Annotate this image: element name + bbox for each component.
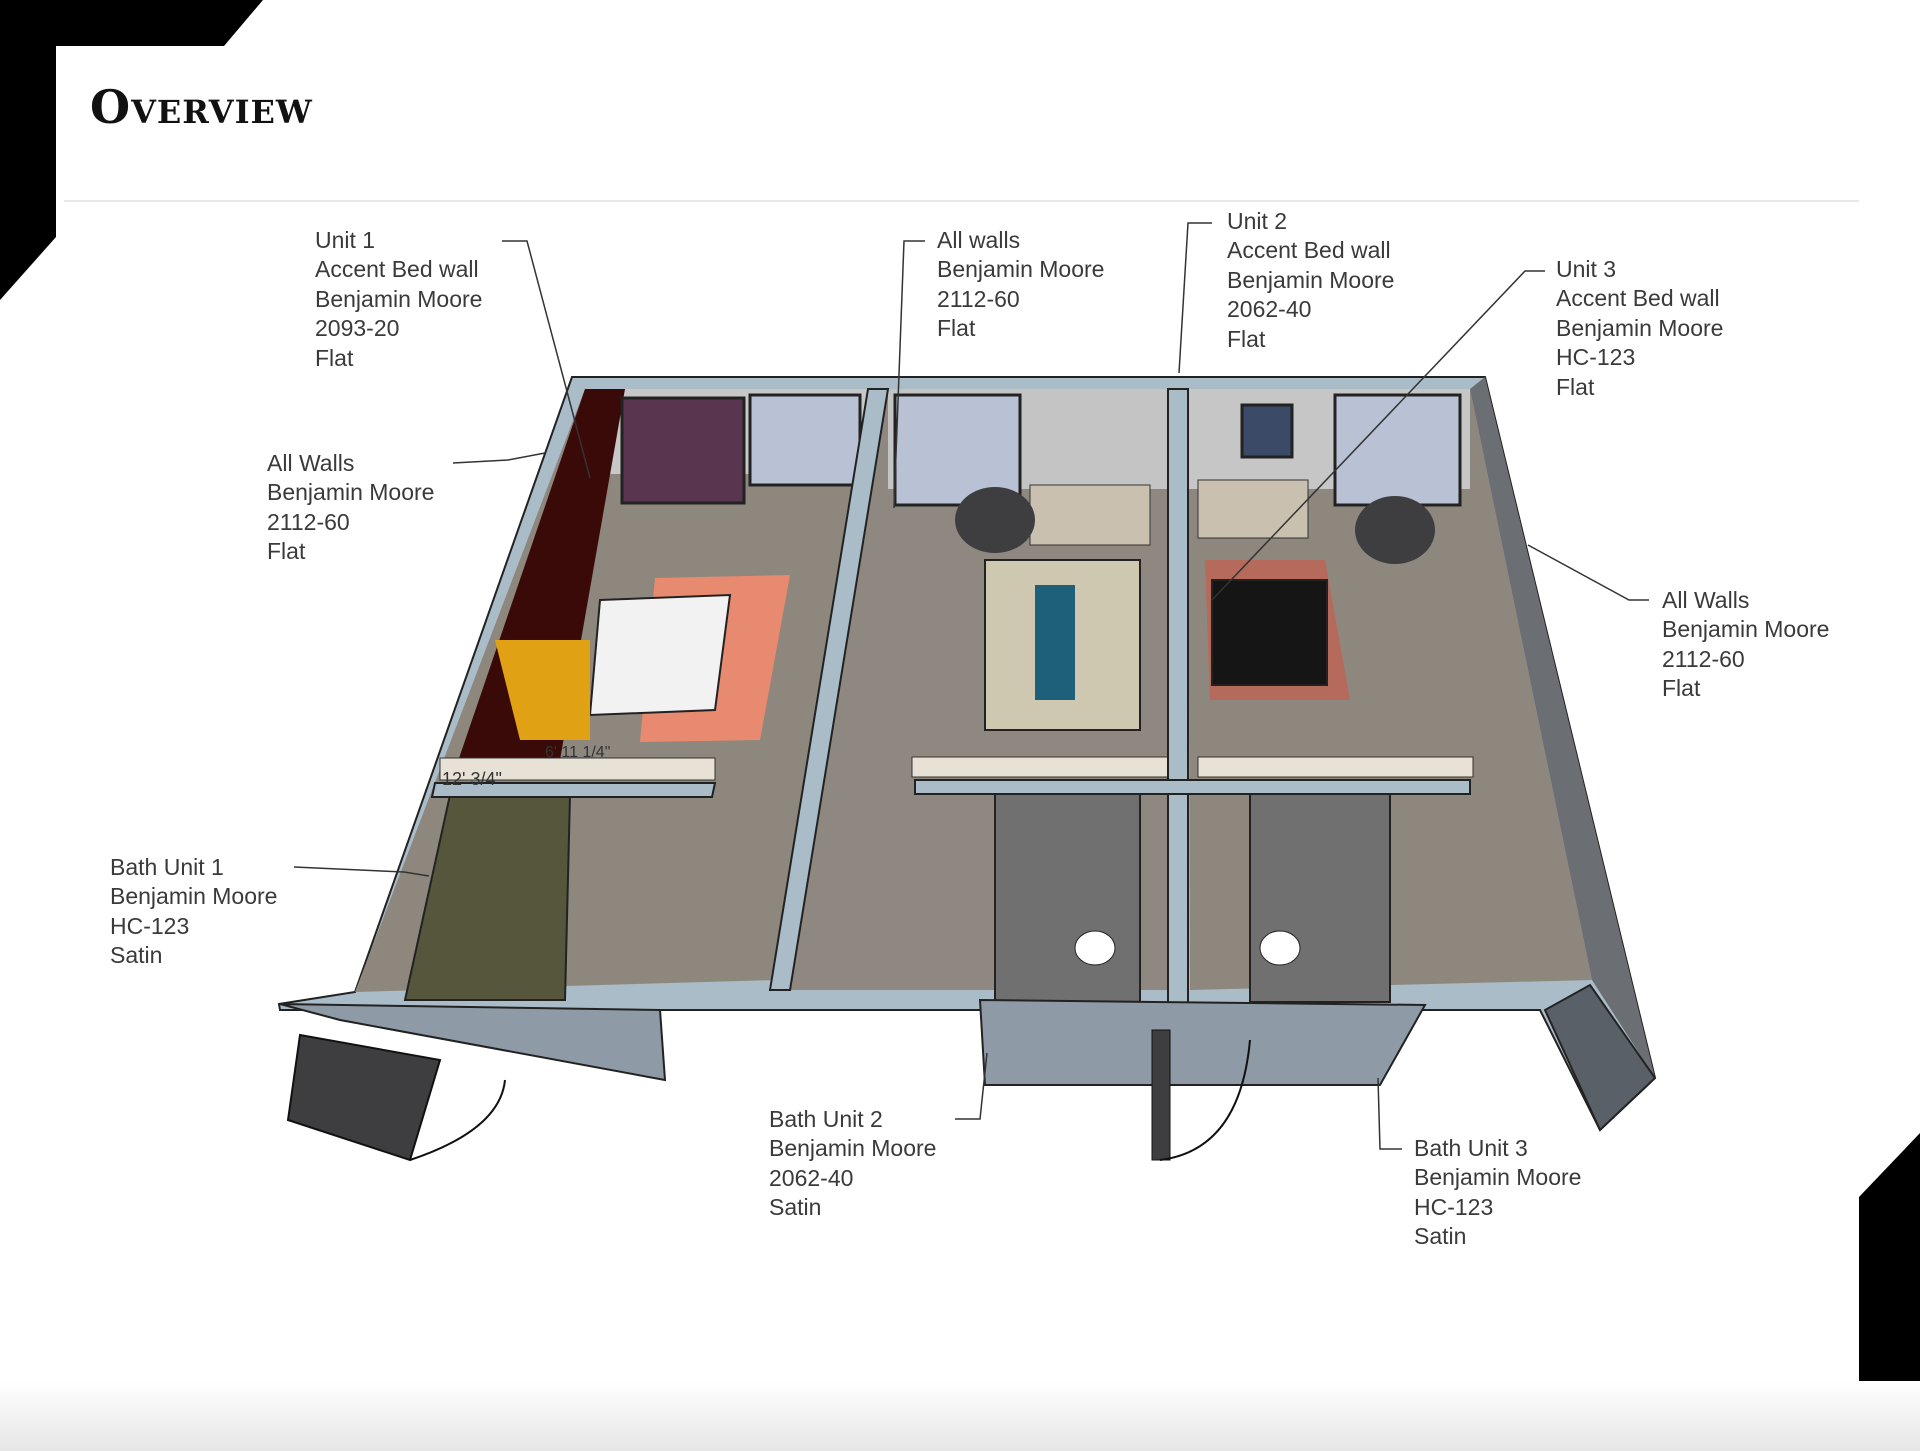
label-line: Benjamin Moore (315, 285, 483, 312)
leader-lines (293, 222, 1649, 1150)
leader-line-unit1-accent (502, 240, 591, 479)
label-line: Unit 1 (315, 227, 376, 253)
unit1-headboard (495, 640, 590, 740)
label-line: Benjamin Moore (267, 479, 435, 506)
unit3-bed (1211, 579, 1328, 686)
bath-unit3 (1249, 791, 1391, 1003)
label-line: Benjamin Moore (1662, 616, 1830, 643)
label-line: Benjamin Moore (937, 256, 1105, 283)
label-line: Bath Unit 2 (769, 1106, 883, 1132)
label-line: Satin (1414, 1223, 1467, 1250)
wall-art (1240, 403, 1294, 459)
front-wall (1543, 983, 1657, 1132)
label-line: 2112-60 (267, 508, 350, 535)
label-line: HC-123 (1556, 344, 1636, 371)
window (893, 393, 1022, 507)
label-line: Flat (1227, 325, 1266, 352)
label-line: 2112-60 (1662, 645, 1745, 672)
label-unit1-all-walls: All Walls Benjamin Moore 2112-60 Flat (267, 449, 434, 567)
label-unit2-accent-wall: Unit 2 Accent Bed wall Benjamin Moore 20… (1227, 207, 1394, 354)
label-bath-unit3: Bath Unit 3 Benjamin Moore HC-123 Satin (1414, 1134, 1581, 1252)
unit1-accent-wall (455, 389, 625, 770)
label-line: Benjamin Moore (1414, 1164, 1582, 1191)
label-line: Flat (1662, 675, 1701, 702)
label-line: Benjamin Moore (1227, 266, 1395, 293)
label-line: 2093-20 (315, 315, 400, 342)
label-line: Unit 3 (1556, 256, 1617, 282)
dimension-label: 6' 11 1/4" (545, 744, 610, 761)
counter (911, 756, 1183, 778)
leader-line-bath3 (1377, 1077, 1402, 1150)
label-unit2-all-walls: All walls Benjamin Moore 2112-60 Flat (937, 226, 1104, 344)
label-line: Accent Bed wall (315, 256, 479, 283)
table (955, 487, 1035, 553)
label-unit3-all-walls: All Walls Benjamin Moore 2112-60 Flat (1662, 586, 1829, 704)
leader-line-unit3-accent (1211, 270, 1545, 601)
front-wall (978, 998, 1427, 1086)
label-line: Flat (267, 538, 306, 565)
label-line: Satin (769, 1194, 822, 1221)
label-line: Flat (1556, 373, 1595, 400)
label-line: Satin (110, 942, 163, 969)
label-line: Benjamin Moore (1556, 314, 1724, 341)
label-line: Benjamin Moore (769, 1135, 937, 1162)
unit3-sofa (1197, 479, 1309, 539)
front-wall (279, 1003, 667, 1082)
unit1-bed (588, 593, 732, 717)
door-swing-arc (409, 1079, 506, 1161)
label-line: Bath Unit 3 (1414, 1135, 1528, 1161)
label-line: Flat (315, 344, 354, 371)
page-title: Overview (90, 80, 313, 134)
leader-line-bath2 (955, 1052, 988, 1120)
window (748, 393, 862, 487)
entry-door-unit1 (286, 1033, 442, 1162)
toilet (1074, 930, 1116, 966)
label-line: 2062-40 (769, 1164, 854, 1191)
label-unit1-accent-wall: Unit 1 Accent Bed wall Benjamin Moore 20… (315, 226, 482, 373)
label-line: Unit 2 (1227, 208, 1288, 234)
title-divider (64, 200, 1859, 202)
leader-line-unit3-walls (1527, 544, 1649, 601)
leader-line-bath1 (293, 866, 430, 877)
divider-wall-unit1-2 (768, 388, 890, 991)
wall-art (620, 396, 746, 505)
dimension-label: 12' 3/4" (442, 769, 502, 789)
label-line: 2062-40 (1227, 296, 1312, 323)
label-line: Accent Bed wall (1227, 237, 1391, 264)
label-unit3-accent-wall: Unit 3 Accent Bed wall Benjamin Moore HC… (1556, 255, 1723, 402)
divider-wall-unit2-3 (1167, 388, 1189, 1010)
label-line: All Walls (1662, 587, 1750, 613)
counter (1197, 756, 1474, 778)
door-swing-arc (1159, 1039, 1251, 1161)
label-line: Bath Unit 1 (110, 854, 224, 880)
label-line: All Walls (267, 450, 355, 476)
leader-line-unit1-walls (452, 452, 546, 464)
leader-line-unit2-walls (893, 240, 925, 509)
entry-door-unit2 (1151, 1029, 1171, 1161)
bath-wall (430, 782, 717, 798)
bath-wall (914, 779, 1471, 795)
label-line: All walls (937, 227, 1021, 253)
unit2-bed-throw (1035, 585, 1075, 700)
label-bath-unit2: Bath Unit 2 Benjamin Moore 2062-40 Satin (769, 1105, 936, 1223)
bottom-shadow (0, 1381, 1920, 1451)
counter (439, 757, 716, 781)
table (1355, 496, 1435, 564)
label-line: HC-123 (1414, 1193, 1494, 1220)
toilet (1259, 930, 1301, 966)
label-line: Benjamin Moore (110, 883, 278, 910)
unit3-side-wall (1470, 377, 1655, 1078)
label-line: 2112-60 (937, 285, 1020, 312)
label-line: HC-123 (110, 912, 190, 939)
corner-decoration-top-left (0, 0, 263, 300)
label-bath-unit1: Bath Unit 1 Benjamin Moore HC-123 Satin (110, 853, 277, 971)
leader-line-unit2-accent (1178, 222, 1212, 374)
unit2-sofa (1029, 484, 1151, 546)
label-line: Flat (937, 315, 976, 342)
bath-unit2 (994, 791, 1141, 1003)
label-line: Accent Bed wall (1556, 285, 1720, 312)
